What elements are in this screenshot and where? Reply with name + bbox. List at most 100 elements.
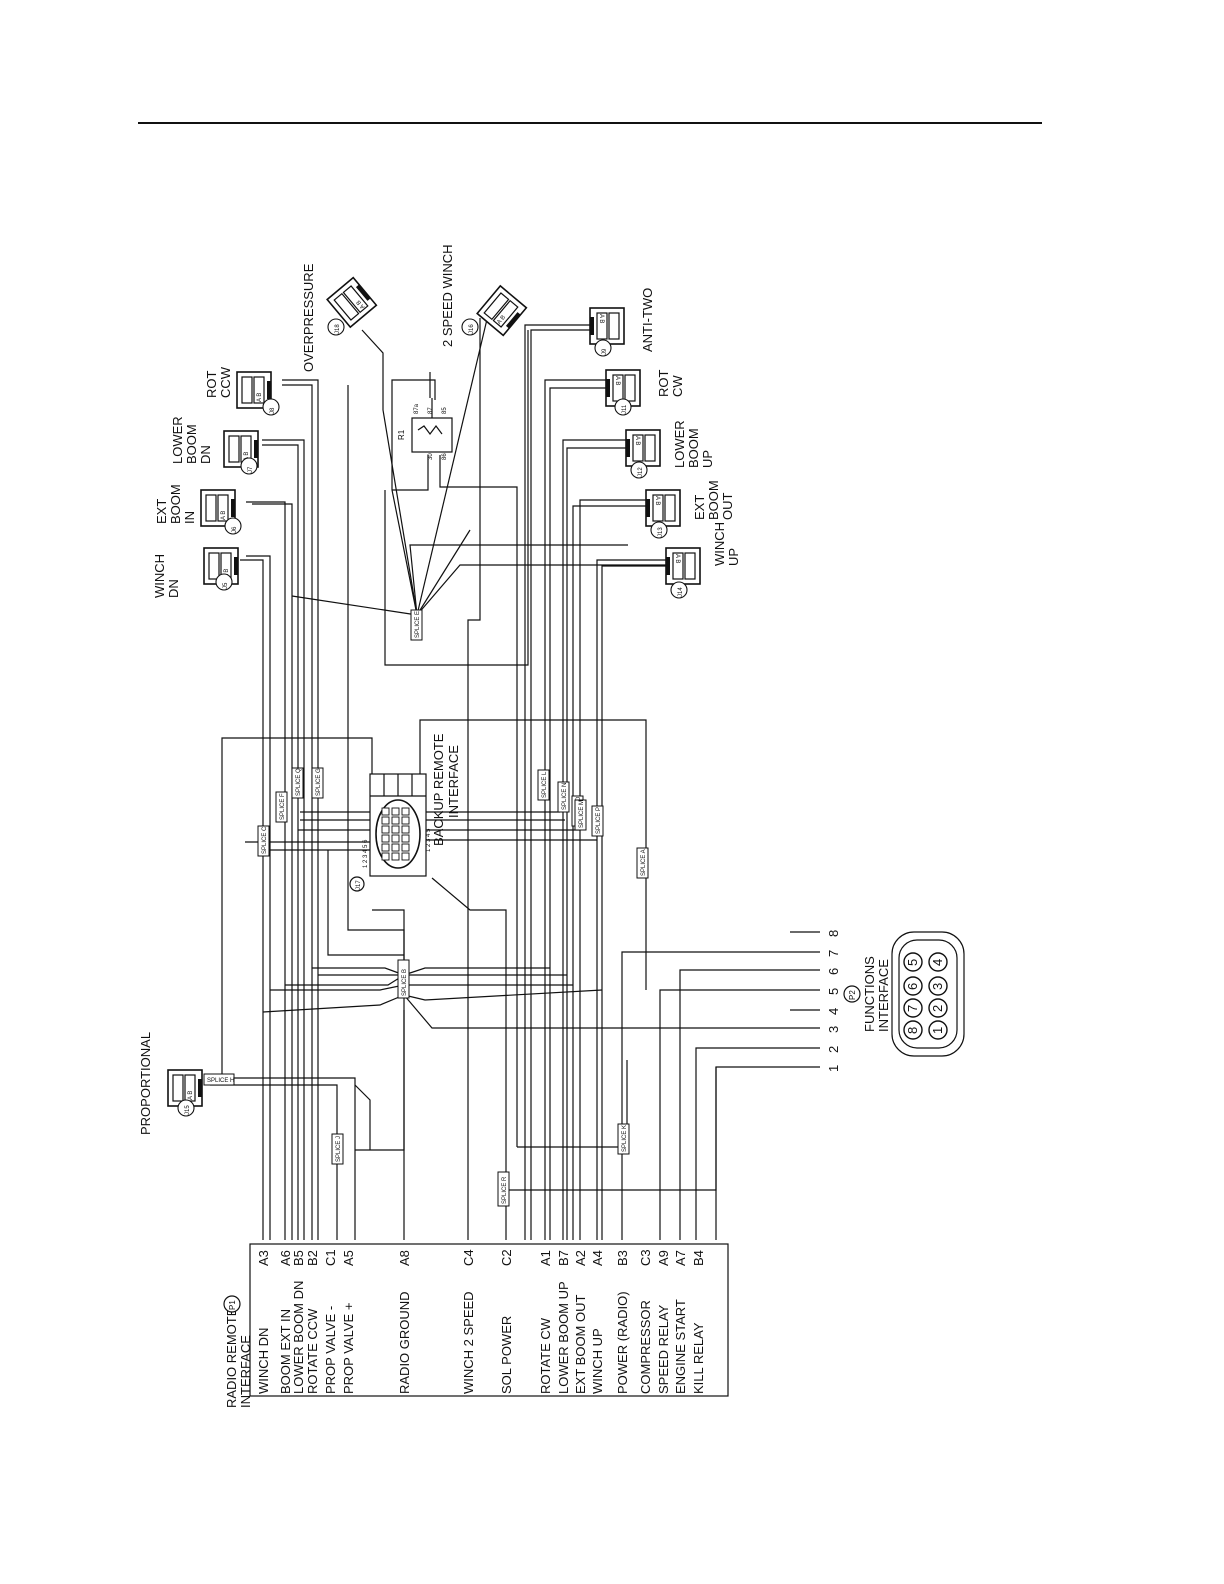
connector-label: OUT xyxy=(720,493,735,521)
p2-ref-circle xyxy=(843,985,861,1003)
relay-86: 86 xyxy=(442,453,448,460)
p1-pin-name: KILL RELAY xyxy=(691,1322,706,1394)
connector-label: UP xyxy=(700,450,715,468)
backup-pin xyxy=(401,825,410,834)
connector-ref: J14 xyxy=(678,587,684,597)
splice-label: SPLICE F xyxy=(280,793,286,820)
connector-ref: J12 xyxy=(638,467,644,477)
p2-cell xyxy=(903,952,923,972)
connector-label: UP xyxy=(726,548,741,566)
connector-ref: J15 xyxy=(185,1105,191,1115)
p1-pin-name: ROTATE CW xyxy=(538,1317,553,1394)
relay-87: 87 xyxy=(428,407,434,414)
connector-ref-circle xyxy=(240,457,258,475)
splice-c: SPLICE C xyxy=(257,825,270,857)
backup-pin xyxy=(381,825,390,834)
p1-pin-name: WINCH DN xyxy=(256,1328,271,1394)
connector-pins: A B xyxy=(356,299,367,310)
connector-ref-circle xyxy=(262,398,280,416)
splice-label: SPLICE A xyxy=(641,849,647,876)
connector-label: EXT xyxy=(692,495,707,520)
p2-title-2: INTERFACE xyxy=(876,959,891,1032)
p2-pin-number: 5 xyxy=(826,988,841,995)
p2-pin-number: 6 xyxy=(826,968,841,975)
p1-pin-id: A5 xyxy=(341,1250,356,1266)
connector-body: A B xyxy=(476,284,528,337)
connector-label: BOOM xyxy=(168,484,183,524)
splice-a: SPLICE A xyxy=(636,847,649,879)
backup-pin xyxy=(401,816,410,825)
connector-label: WINCH xyxy=(152,554,167,598)
connector-ref-circle xyxy=(594,339,612,357)
p2-pin-number: 1 xyxy=(826,1065,841,1072)
connector-label: DN xyxy=(198,445,213,464)
connector-pins: A B xyxy=(614,376,620,385)
p1-pin-id: C4 xyxy=(461,1249,476,1266)
splice-label: SPLICE K xyxy=(622,1125,628,1152)
p1-pin-id: B4 xyxy=(691,1250,706,1266)
connector-ref: J8 xyxy=(270,407,276,414)
p1-pin-id: A1 xyxy=(538,1250,553,1266)
connector-pins: A B xyxy=(221,511,227,520)
splice-j: SPLICE J xyxy=(331,1133,344,1165)
connector-ref-circle xyxy=(215,573,233,591)
p2-cell xyxy=(903,976,923,996)
connector-pins: A B xyxy=(188,1091,194,1100)
splice-g: SPLICE G xyxy=(311,767,324,799)
relay-body xyxy=(411,417,453,453)
backup-pin xyxy=(401,843,410,852)
splice-b: SPLICE B xyxy=(397,959,410,999)
backup-pin xyxy=(391,825,400,834)
p1-pin-name: ROTATE CCW xyxy=(305,1308,320,1394)
backup-pin xyxy=(391,816,400,825)
p1-pin-id: B7 xyxy=(556,1250,571,1266)
connector-label: OVERPRESSURE xyxy=(301,263,316,372)
backup-pin-grid xyxy=(381,807,410,861)
p2-cell-number: 6 xyxy=(905,983,920,990)
backup-pin xyxy=(401,852,410,861)
p2-title: FUNCTIONS xyxy=(862,956,877,1032)
connector-body: A B xyxy=(589,307,625,345)
connector-ref: J13 xyxy=(658,527,664,537)
splice-label: SPLICE J xyxy=(336,1136,342,1162)
p1-pin-id: A2 xyxy=(573,1250,588,1266)
p1-pin-name: POWER (RADIO) xyxy=(615,1291,630,1394)
connector-label: 2 SPEED WINCH xyxy=(440,244,455,347)
connector-body: A B xyxy=(200,489,236,527)
connector-body: A B xyxy=(645,489,681,527)
p1-pin-id: C2 xyxy=(499,1249,514,1266)
connector-label: BOOM xyxy=(184,424,199,464)
connector-ref: J11 xyxy=(622,404,628,414)
connector-ref: J6 xyxy=(232,526,238,533)
connector-pins: A B xyxy=(496,315,507,326)
connector-ref-circle xyxy=(327,318,345,336)
p2-pin-number: 4 xyxy=(826,1008,841,1015)
backup-pin xyxy=(401,834,410,843)
p1-pin-name: WINCH 2 SPEED xyxy=(461,1291,476,1394)
p1-pin-name: ENGINE START xyxy=(673,1299,688,1394)
connector-ref-circle xyxy=(614,398,632,416)
p1-pin-name: WINCH UP xyxy=(590,1328,605,1394)
splice-label: SPLICE B xyxy=(402,969,408,996)
connector-label: BOOM xyxy=(686,428,701,468)
connector-label: CW xyxy=(670,375,685,397)
backup-pin xyxy=(391,843,400,852)
p1-pin-id: A3 xyxy=(256,1250,271,1266)
p1-pin-id: C3 xyxy=(638,1249,653,1266)
backup-pin xyxy=(381,834,390,843)
p1-box xyxy=(249,1243,729,1397)
connector-label: IN xyxy=(182,511,197,524)
splice-label: SPLICE G xyxy=(316,768,322,796)
connector-label: CCW xyxy=(218,366,233,398)
p2-cell xyxy=(903,998,923,1018)
p1-ref-circle xyxy=(223,1295,241,1313)
connector-ref: J9 xyxy=(602,348,608,355)
connector-pins: A B xyxy=(224,569,230,578)
connector-ref: J5 xyxy=(223,582,229,589)
